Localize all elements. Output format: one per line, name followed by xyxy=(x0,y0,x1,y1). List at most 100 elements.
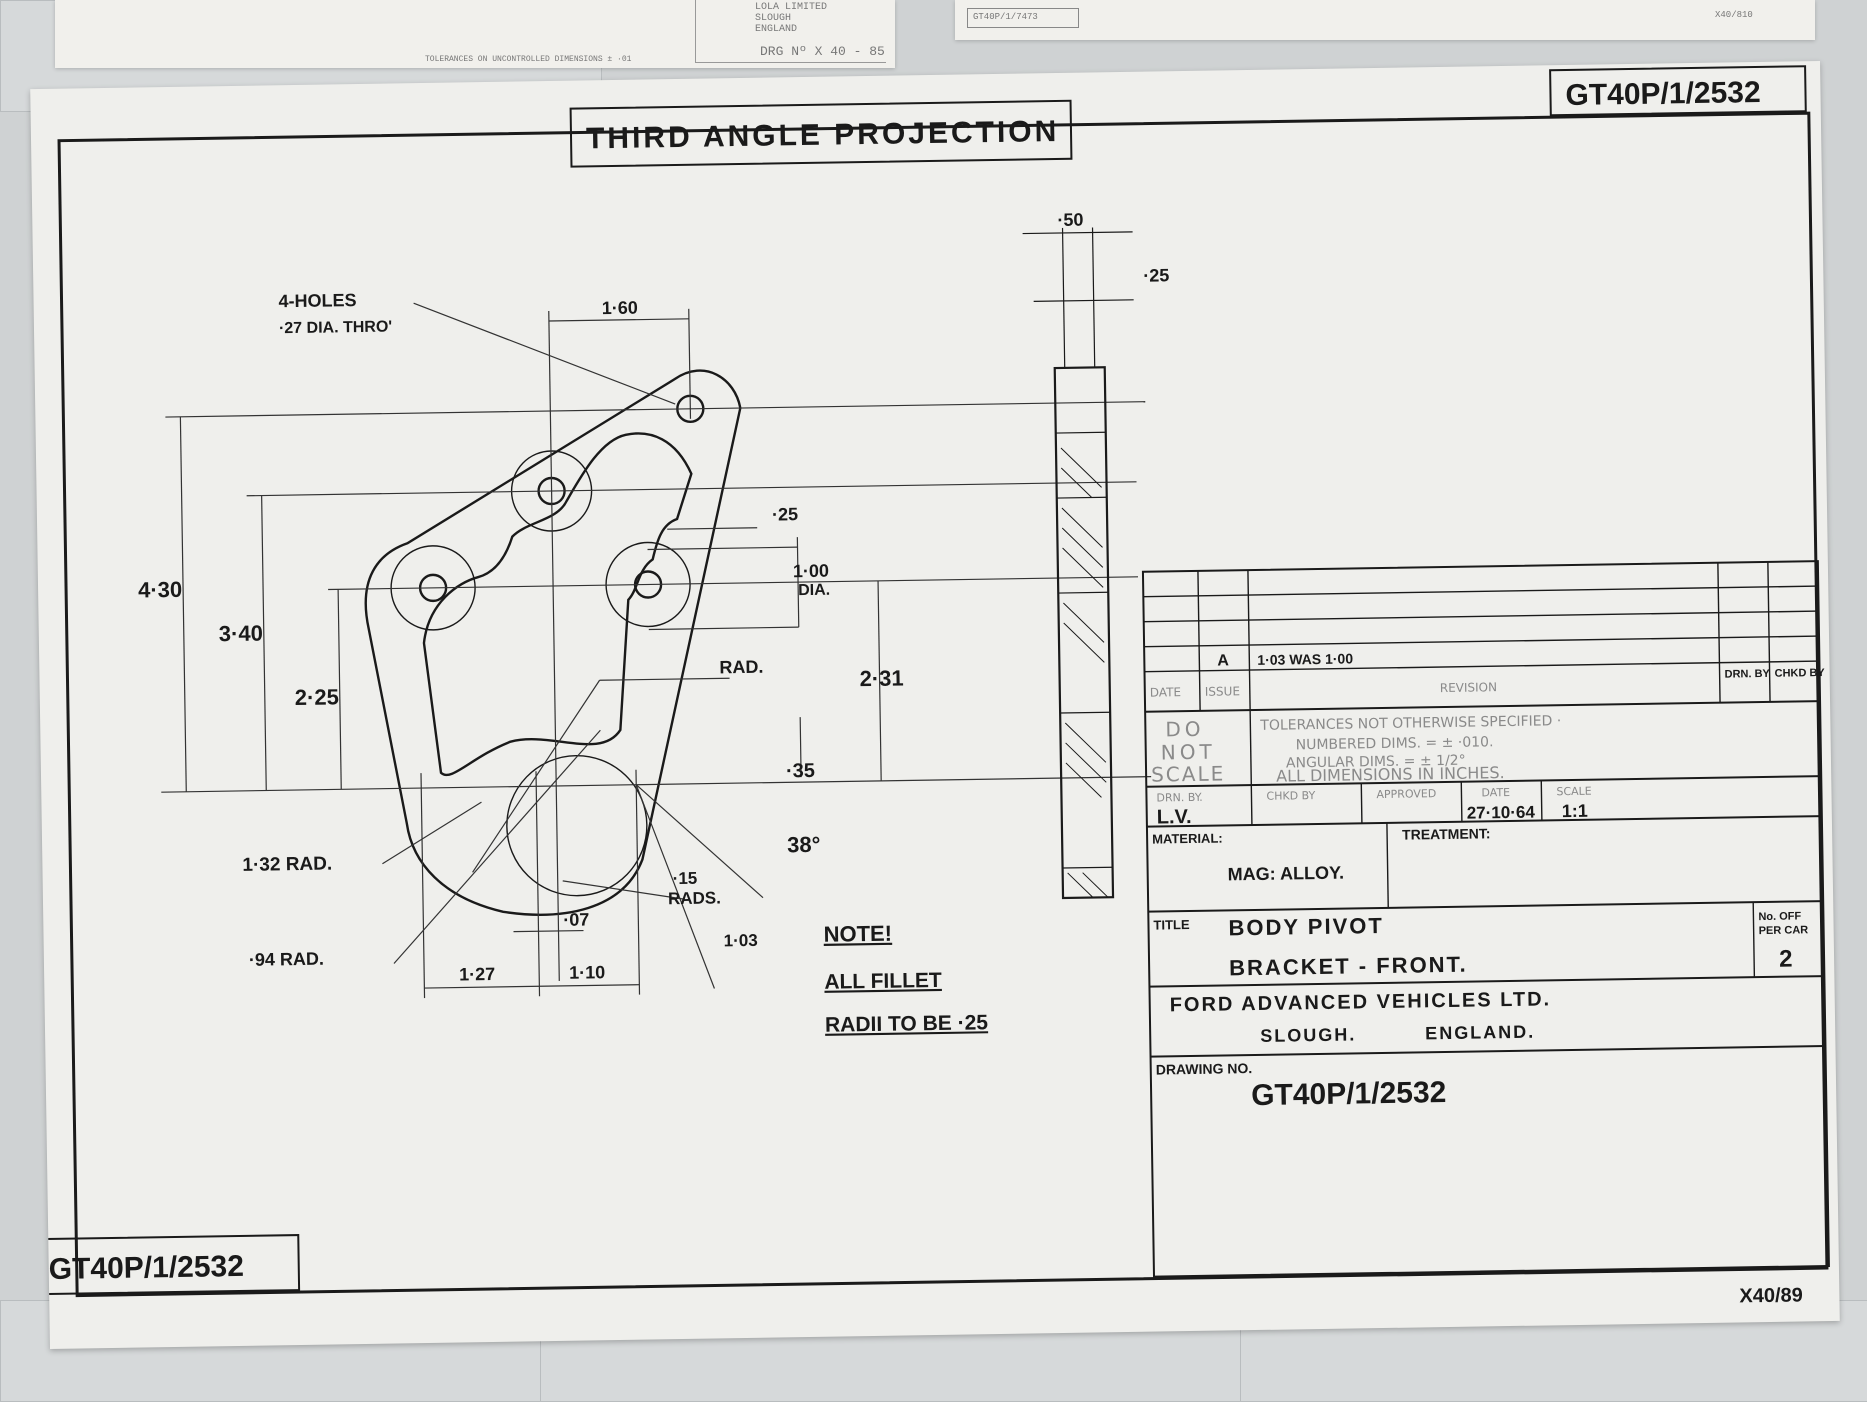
top-right-sheet-ref: GT40P/1/7473 xyxy=(973,12,1038,22)
top-left-sheet-border xyxy=(695,0,886,63)
leader-line xyxy=(413,302,676,405)
top-left-sheet-drg-no: DRG Nº X 40 - 85 xyxy=(760,44,885,59)
dim-dia: DIA. xyxy=(798,582,830,600)
corner-reference: X40/89 xyxy=(1739,1284,1803,1307)
title-block xyxy=(1141,560,1830,1278)
dim-1-60: 1·60 xyxy=(602,298,638,319)
dimension-line xyxy=(796,537,800,628)
company-line: SLOUGH xyxy=(755,13,792,24)
number-box-top xyxy=(1549,65,1807,117)
dim-1-00: 1·00 xyxy=(793,561,829,582)
extension-line xyxy=(688,308,692,419)
rad-1-32: 1·32 RAD. xyxy=(242,853,332,875)
company-name: FORD ADVANCED VEHICLES LTD. xyxy=(1170,988,1552,1016)
drawing-scale: 1:1 xyxy=(1562,801,1588,821)
hdr-drn-by: DRN. BY xyxy=(1725,668,1771,681)
extension-line xyxy=(647,546,798,551)
dim-0-25-top: ·25 xyxy=(1143,265,1169,285)
material: MAG: ALLOY. xyxy=(1228,863,1345,885)
leader-line xyxy=(472,679,601,873)
dimension-line xyxy=(179,416,187,792)
do-not-scale: DO xyxy=(1165,717,1205,742)
dim-2-31: 2·31 xyxy=(859,665,903,691)
tolerance-line: ALL DIMENSIONS IN INCHES. xyxy=(1276,763,1505,786)
leader-line xyxy=(393,729,601,964)
leader-line xyxy=(562,880,684,900)
lbl-treatment: TREATMENT: xyxy=(1402,825,1491,842)
side-view-body xyxy=(1053,366,1115,900)
dimension-line xyxy=(548,318,689,322)
company-town: SLOUGH. xyxy=(1260,1024,1356,1046)
drawing-date: 27·10·64 xyxy=(1467,803,1536,823)
section-line xyxy=(1055,431,1106,434)
hdr-revision: REVISION xyxy=(1440,680,1497,695)
dimension-line xyxy=(513,929,584,933)
dimension-line xyxy=(261,495,267,791)
lbl-drawing-no: DRAWING NO. xyxy=(1156,1060,1253,1078)
note-line-2: RADII TO BE ·25 xyxy=(825,1011,989,1037)
drawing-number-block: GT40P/1/2532 xyxy=(1251,1076,1447,1112)
hdr-chkd-by: CHKD BY xyxy=(1775,667,1826,680)
dimension-line xyxy=(337,589,342,790)
engineering-drawing-sheet: THIRD ANGLE PROJECTION GT40P/1/2532 GT40… xyxy=(27,61,1840,1349)
dim-0-50: ·50 xyxy=(1057,210,1083,230)
extension-line xyxy=(1091,227,1096,368)
extension-line xyxy=(161,776,1152,793)
lbl-material: MATERIAL: xyxy=(1152,830,1223,846)
top-left-sheet-company: LOLA LIMITED SLOUGH ENGLAND xyxy=(755,2,827,35)
part-title-1: BODY PIVOT xyxy=(1228,913,1384,940)
part-title-2: BRACKET - FRONT. xyxy=(1229,952,1468,981)
company-line: LOLA LIMITED xyxy=(755,2,828,13)
extension-line xyxy=(246,481,1137,497)
drawn-by: L.V. xyxy=(1157,806,1192,829)
leader-line xyxy=(667,527,758,530)
lbl-scale: SCALE xyxy=(1556,785,1592,799)
dimension-line xyxy=(1033,299,1134,303)
leader-line xyxy=(635,784,764,899)
projection-box xyxy=(569,99,1073,168)
drawing-border xyxy=(57,111,1829,1298)
lbl-approved: APPROVED xyxy=(1376,787,1436,801)
tolerance-line: TOLERANCES NOT OTHERWISE SPECIFIED · xyxy=(1259,713,1561,734)
lbl-drn-by: DRN. BY. xyxy=(1156,791,1202,805)
leader-line xyxy=(635,784,715,989)
bracket-outline xyxy=(364,369,742,916)
number-off: 2 xyxy=(1779,946,1793,973)
leader-line xyxy=(382,801,482,865)
projection-title: THIRD ANGLE PROJECTION xyxy=(586,115,1060,155)
top-right-sheet-box xyxy=(967,8,1079,28)
note-line-1: ALL FILLET xyxy=(824,969,942,994)
top-left-sheet: LOLA LIMITED SLOUGH ENGLAND TOLERANCES O… xyxy=(55,0,895,68)
tolerance-line: NUMBERED DIMS. = ± ·010. xyxy=(1296,734,1494,753)
dimension-line xyxy=(1022,231,1133,235)
do-not-scale: NOT xyxy=(1161,740,1216,765)
rads-label: RADS. xyxy=(668,888,721,908)
dim-1-10: 1·10 xyxy=(569,962,605,983)
extension-line xyxy=(535,771,541,997)
leader-line xyxy=(599,677,730,681)
section-line xyxy=(1062,866,1113,869)
revision-text: 1·03 WAS 1·00 xyxy=(1257,650,1353,668)
tolerance-line: ANGULAR DIMS. = ± 1/2° xyxy=(1286,753,1466,772)
dim-3-40: 3·40 xyxy=(219,621,263,647)
drawing-number-top: GT40P/1/2532 xyxy=(1565,76,1761,112)
drawing-number-bottom-left: GT40P/1/2532 xyxy=(48,1250,244,1286)
section-line xyxy=(1058,591,1109,594)
dimension-line xyxy=(877,580,882,781)
extension-line xyxy=(1061,227,1066,368)
extension-line xyxy=(648,626,799,631)
dim-1-03: 1·03 xyxy=(724,931,758,951)
holes-callout: 4-HOLES xyxy=(278,290,356,311)
extension-line xyxy=(635,769,641,995)
rad-0-15: ·15 xyxy=(673,869,698,888)
company-line: ENGLAND xyxy=(755,24,798,35)
hdr-date: DATE xyxy=(1150,685,1181,699)
section-line xyxy=(1056,496,1107,499)
do-not-scale: SCALE xyxy=(1151,761,1225,786)
holes-callout-detail: ·27 DIA. THRO' xyxy=(279,318,392,337)
lbl-chkd-by: CHKD BY xyxy=(1266,789,1315,803)
issue-letter: A xyxy=(1217,652,1229,669)
dim-0-07: ·07 xyxy=(563,909,589,929)
dimension-line xyxy=(539,984,640,987)
top-right-sheet-corner: X40/810 xyxy=(1715,10,1753,20)
